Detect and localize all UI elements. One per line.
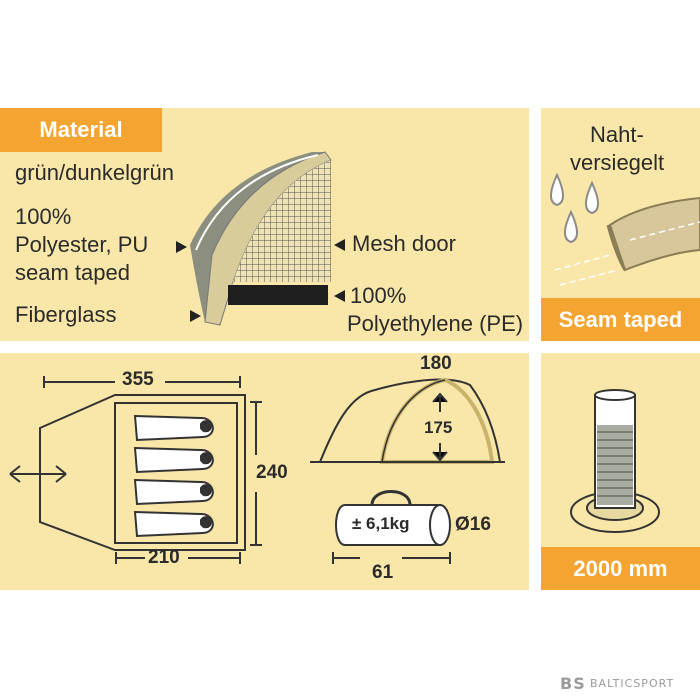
- seam-tag: Seam taped: [541, 298, 700, 341]
- height-inner-label: 175: [424, 418, 453, 437]
- fly-text-2: Polyester, PU: [15, 232, 149, 257]
- fly-arrow-icon: [176, 241, 187, 253]
- fly-text-3: seam taped: [15, 260, 130, 285]
- floor-layer: [228, 285, 328, 305]
- length-outer-label: 355: [122, 369, 154, 390]
- width-label: 240: [256, 462, 288, 483]
- poles-text: Fiberglass: [15, 302, 117, 327]
- water-drop-icon: [550, 172, 564, 207]
- mesh-door-layer: [232, 160, 331, 285]
- dim-line-61: [332, 552, 451, 564]
- mesh-text: Mesh door: [352, 231, 456, 256]
- watermark-text: BALTICSPORT: [590, 677, 675, 690]
- dimensions-panel: [0, 353, 529, 590]
- dim-line-355: [43, 376, 241, 388]
- floor-text-1: 100%: [350, 283, 407, 308]
- dim-line-210: [115, 552, 241, 564]
- mesh-arrow-icon: [334, 239, 345, 251]
- fly-sheet-layer: [190, 152, 325, 322]
- height-arrow-icon: [432, 392, 448, 462]
- water-drop-icon: [585, 180, 599, 215]
- water-column-fill: [597, 425, 633, 505]
- material-tag: Material: [0, 108, 162, 152]
- dim-line-240: [250, 401, 262, 546]
- watermark-logo: BS: [560, 674, 586, 693]
- weight-label: ± 6,1kg: [352, 514, 410, 533]
- length-inner-label: 210: [148, 547, 180, 568]
- sleeping-bag-icon: [133, 414, 214, 538]
- entrance-arrow-icon: [9, 465, 67, 483]
- tent-side-outline: [318, 378, 502, 463]
- inner-cabin-outline: [114, 402, 238, 544]
- floor-text-2: Polyethylene (PE): [347, 311, 524, 336]
- color-text: grün/dunkelgrün: [15, 160, 175, 185]
- seam-heading-1: Naht-: [590, 122, 644, 147]
- pole-line: [195, 154, 319, 251]
- pack-length-label: 61: [372, 562, 394, 583]
- height-outer-label: 180: [420, 353, 452, 374]
- floor-arrow-icon: [334, 290, 345, 302]
- water-tag: 2000 mm: [541, 547, 700, 590]
- water-drop-icon: [564, 209, 578, 244]
- fly-text-1: 100%: [15, 204, 72, 229]
- seam-heading-2: versiegelt: [570, 150, 665, 175]
- poles-arrow-icon: [190, 310, 201, 322]
- pack-diameter-label: Ø16: [455, 514, 491, 535]
